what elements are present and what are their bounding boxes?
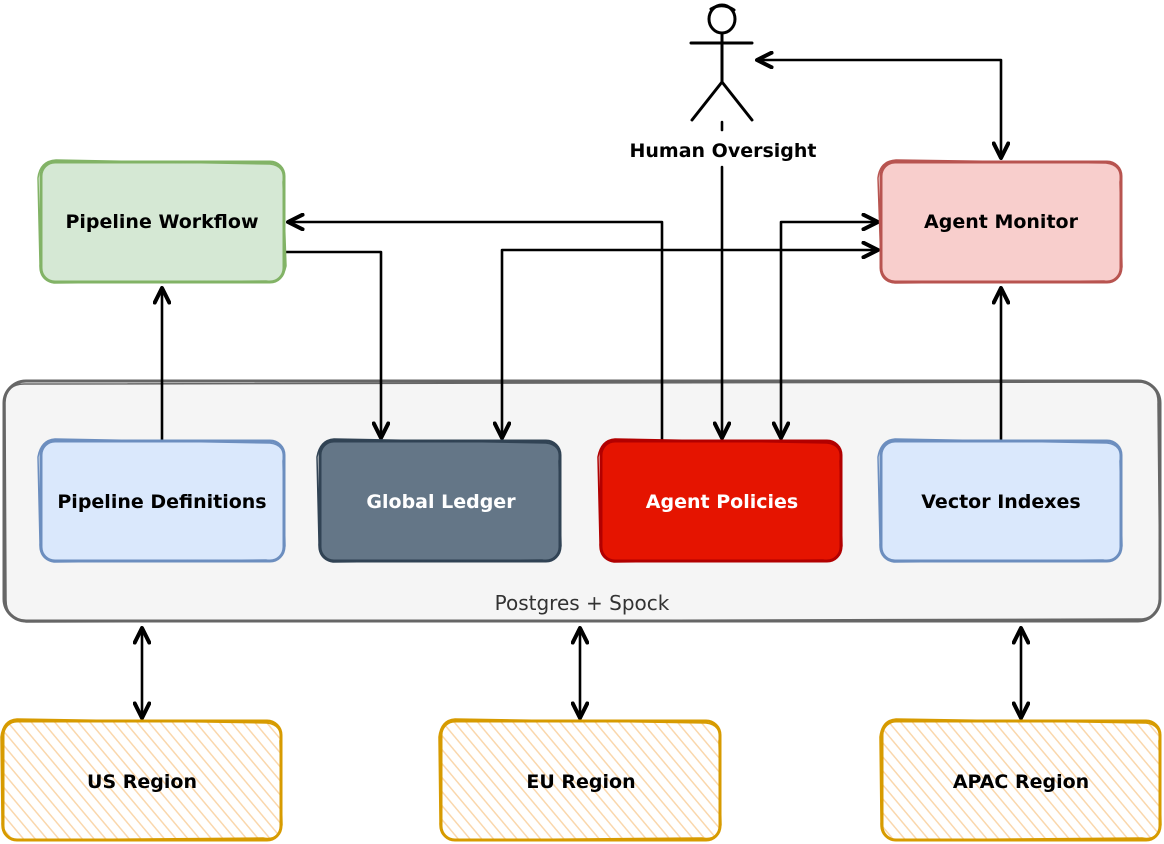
global-ledger-sketch	[316, 438, 562, 563]
eu-region-label: EU Region	[526, 771, 635, 793]
node-pipeline-workflow: Pipeline Workflow	[37, 159, 287, 284]
edge-actor-to-agent-monitor	[757, 60, 1001, 158]
edges	[142, 60, 1021, 718]
node-apac-region: APAC Region	[879, 718, 1162, 842]
stick-figure-icon	[689, 3, 754, 122]
us-region-label: US Region	[87, 771, 197, 793]
pipeline-definitions-label: Pipeline Definitions	[57, 491, 266, 513]
node-pipeline-definitions: Pipeline Definitions	[37, 438, 286, 563]
apac-region-label: APAC Region	[953, 771, 1089, 793]
vector-indexes-sketch	[877, 438, 1123, 563]
edge-workflow-to-ledger	[282, 250, 381, 438]
container-label: Postgres + Spock	[495, 591, 670, 615]
us-region-sketch	[0, 718, 283, 841]
human-oversight-actor: Human Oversight	[629, 3, 817, 162]
pipeline-definitions-sketch	[37, 438, 286, 563]
edge-ledger-monitor	[502, 250, 878, 438]
actor-label: Human Oversight	[629, 140, 816, 162]
node-global-ledger: Global Ledger	[316, 438, 562, 563]
vector-indexes-label: Vector Indexes	[921, 491, 1080, 513]
edge-policies-monitor	[781, 222, 878, 438]
node-vector-indexes: Vector Indexes	[877, 438, 1123, 563]
eu-region-sketch	[438, 718, 722, 841]
pipeline-workflow-sketch	[37, 159, 287, 284]
agent-policies-label: Agent Policies	[646, 491, 798, 513]
agent-monitor-label: Agent Monitor	[924, 211, 1079, 233]
apac-region-sketch	[879, 718, 1162, 841]
node-agent-policies: Agent Policies	[597, 438, 843, 563]
global-ledger-label: Global Ledger	[366, 491, 516, 513]
agent-policies-sketch	[597, 438, 843, 563]
pipeline-workflow-label: Pipeline Workflow	[65, 211, 258, 233]
agent-monitor-sketch	[877, 159, 1123, 284]
node-us-region: US Region	[0, 718, 283, 842]
node-eu-region: EU Region	[438, 718, 722, 842]
container-box-sketch	[4, 381, 1161, 623]
postgres-spock-container: Postgres + Spock	[2, 379, 1162, 623]
node-agent-monitor: Agent Monitor	[877, 159, 1123, 284]
